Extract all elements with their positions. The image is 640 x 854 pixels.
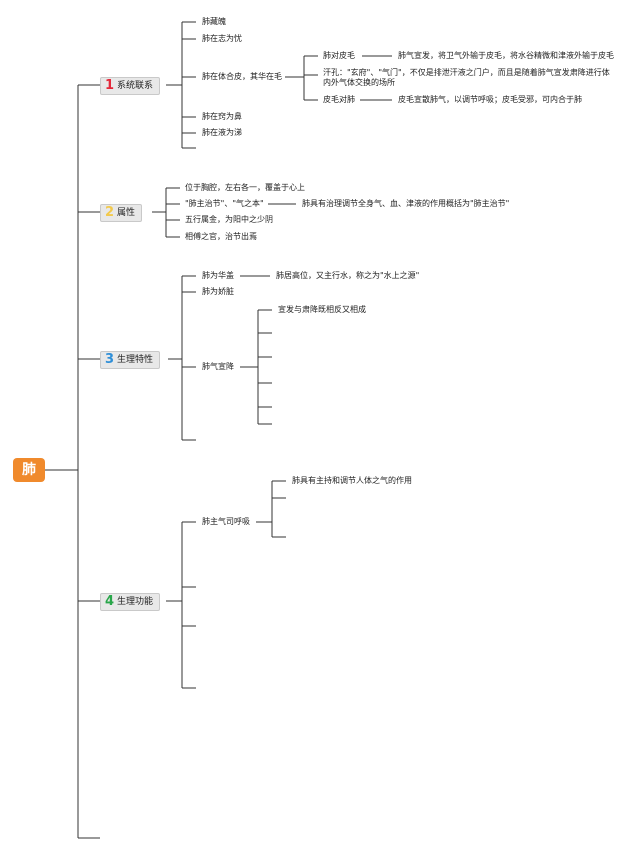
branch-label: 生理特性: [117, 355, 154, 365]
branch-label: 系统联系: [117, 81, 154, 91]
branch-label: 属性: [117, 208, 136, 218]
topic-node[interactable]: 位于胸腔，左右各一，覆盖于心上: [185, 183, 305, 192]
branch-label: 生理功能: [117, 597, 154, 607]
subtopic-node[interactable]: 皮毛对肺: [323, 95, 355, 104]
topic-node[interactable]: 肺在窍为鼻: [202, 112, 242, 121]
detail-node[interactable]: 肺具有治理调节全身气、血、津液的作用概括为"肺主治节": [302, 199, 510, 208]
topic-node[interactable]: 五行属金，为阳中之少阴: [185, 215, 273, 224]
topic-node[interactable]: 肺在志为忧: [202, 34, 242, 43]
topic-node[interactable]: 肺在液为涕: [202, 128, 242, 137]
topic-node[interactable]: 肺主气司呼吸: [202, 517, 250, 526]
branch-number: 2: [105, 205, 115, 220]
detail-node[interactable]: 皮毛宣散肺气，以调节呼吸；皮毛受邪，可内合于肺: [398, 95, 582, 104]
subtopic-node[interactable]: 肺对皮毛: [323, 51, 355, 60]
topic-node[interactable]: 肺气宣降: [202, 362, 234, 371]
root-node[interactable]: 肺: [13, 458, 45, 482]
topic-node[interactable]: "肺主治节"、"气之本": [185, 199, 264, 208]
topic-node[interactable]: 相傅之官，治节出焉: [185, 232, 257, 241]
topic-node[interactable]: 肺在体合皮，其华在毛: [202, 72, 282, 81]
subtopic-node[interactable]: 肺具有主持和调节人体之气的作用: [292, 476, 412, 485]
subtopic-node[interactable]: 宣发与肃降既相反又相成: [278, 305, 366, 314]
branch-number: 4: [105, 594, 115, 609]
detail-node[interactable]: 肺居高位，又主行水，称之为"水上之源": [276, 271, 420, 280]
branch-number: 1: [105, 78, 115, 93]
topic-node[interactable]: 肺为娇脏: [202, 287, 234, 296]
topic-node[interactable]: 肺藏魄: [202, 17, 226, 26]
topic-node[interactable]: 肺为华盖: [202, 271, 234, 280]
detail-node[interactable]: 肺气宣发，将卫气外输于皮毛，将水谷精微和津液外输于皮毛: [398, 51, 614, 60]
subtopic-node[interactable]: 汗孔："玄府"、"气门"，不仅是排泄汗液之门户，而且是随着肺气宣发肃降进行体内外…: [323, 68, 610, 87]
branch-number: 3: [105, 352, 115, 367]
